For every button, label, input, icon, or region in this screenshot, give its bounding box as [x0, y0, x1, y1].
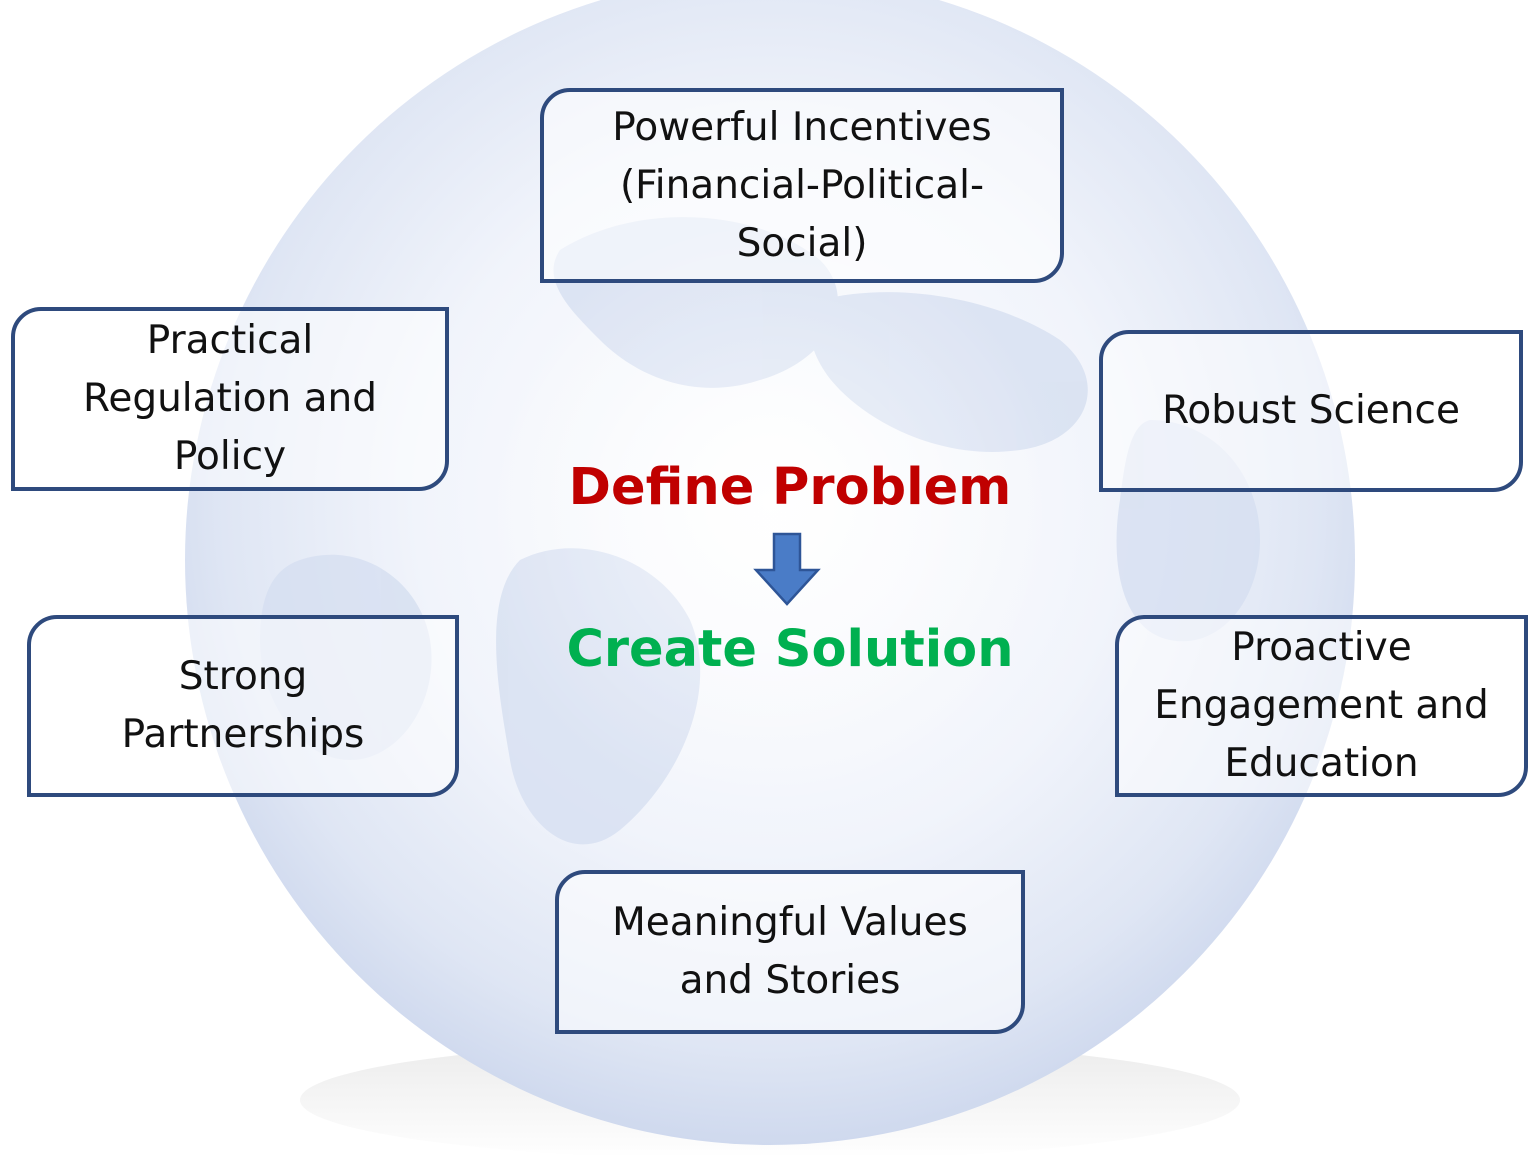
arrow-down-icon	[753, 532, 821, 606]
create-solution-label: Create Solution	[566, 620, 1014, 679]
box-label: Meaningful Values and Stories	[612, 900, 968, 1003]
box-practical-regulation: Practical Regulation and Policy	[11, 307, 449, 491]
box-label: Robust Science	[1162, 388, 1460, 433]
box-robust-science: Robust Science	[1099, 330, 1523, 492]
box-label: Powerful Incentives (Financial-Political…	[612, 104, 992, 266]
box-label: Practical Regulation and Policy	[82, 318, 378, 479]
box-label: Proactive Engagement and Education	[1154, 625, 1489, 786]
box-strong-partnerships: Strong Partnerships	[27, 615, 459, 797]
box-label: Strong Partnerships	[121, 654, 365, 757]
box-meaningful-values: Meaningful Values and Stories	[555, 870, 1025, 1034]
define-problem-label: Define Problem	[568, 458, 1012, 517]
box-proactive-engagement: Proactive Engagement and Education	[1115, 615, 1528, 797]
box-powerful-incentives: Powerful Incentives (Financial-Political…	[540, 88, 1064, 283]
